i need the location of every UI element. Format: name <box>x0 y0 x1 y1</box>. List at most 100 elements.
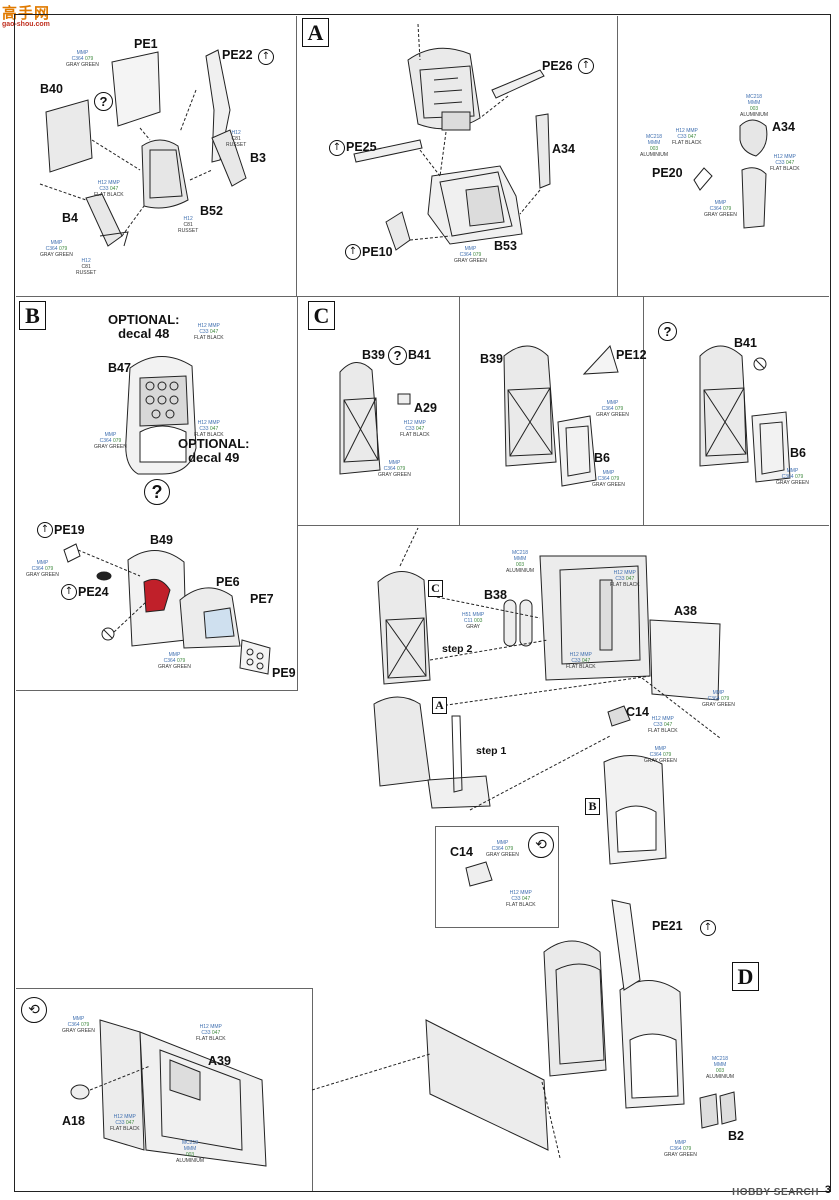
paint-brand: MMP <box>72 1016 85 1022</box>
part-label-pe1: PE1 <box>134 37 158 51</box>
panel-c-variant1 <box>459 297 644 526</box>
paint-brand: MMP <box>712 690 725 696</box>
paint-callout-gray-green: MMP C364 079 GRAY GREEN <box>776 468 809 486</box>
part-label-b6-b: B6 <box>790 446 806 460</box>
part-label-a38: A38 <box>674 604 697 618</box>
paint-code: C364 <box>597 476 610 482</box>
paint-brand: MMP <box>786 468 799 474</box>
paint-code: C364 <box>383 466 396 472</box>
instruction-sheet-frame <box>14 14 831 1192</box>
paint-name: GRAY GREEN <box>702 702 735 708</box>
paint-code: C33 <box>511 896 521 902</box>
paint-code-alt: 003 <box>185 1152 195 1158</box>
paint-brand: H12 MMP <box>773 154 796 160</box>
paint-name: FLAT BLACK <box>194 432 224 438</box>
paint-name: FLAT BLACK <box>110 1126 140 1132</box>
optional-question-icon: ? <box>144 479 170 505</box>
paint-callout-gray-green: MMP C364 079 GRAY GREEN <box>26 560 59 578</box>
paint-brand: MMP <box>654 746 667 752</box>
paint-name: GRAY GREEN <box>592 482 625 488</box>
paint-callout-gray-green: MMP C364 079 GRAY GREEN <box>486 840 519 858</box>
paint-code: C33 <box>201 1030 211 1036</box>
paint-code: C364 <box>99 438 112 444</box>
paint-code-alt: 047 <box>521 896 531 902</box>
part-label-c14-b: C14 <box>450 845 473 859</box>
paint-brand: H12 MMP <box>197 420 220 426</box>
paint-callout-gray-green: MMP C364 079 GRAY GREEN <box>592 470 625 488</box>
step-2-label: step 2 <box>442 643 473 655</box>
paint-callout-russet: H12 C81 RUSSET <box>178 216 198 234</box>
paint-brand: MMP <box>464 246 477 252</box>
optional-label: OPTIONAL: <box>108 312 180 327</box>
step-1-label: step 1 <box>476 745 507 757</box>
paint-name: FLAT BLACK <box>648 728 678 734</box>
paint-brand: MMP <box>714 200 727 206</box>
paint-brand: H12 MMP <box>509 890 532 896</box>
paint-brand: MMP <box>50 240 63 246</box>
optional-question-icon: ? <box>658 322 677 341</box>
paint-code-alt: 047 <box>415 426 425 432</box>
section-b-ref: B <box>585 798 600 815</box>
flip-part-icon: ↑ <box>700 920 716 936</box>
paint-name: GRAY GREEN <box>664 1152 697 1158</box>
paint-name: FLAT BLACK <box>196 1036 226 1042</box>
part-label-b40: B40 <box>40 82 63 96</box>
paint-name: GRAY GREEN <box>66 62 99 68</box>
paint-code: C364 <box>71 56 84 62</box>
paint-code: C364 <box>491 846 504 852</box>
paint-code-alt: 003 <box>474 618 483 624</box>
paint-code: MMM <box>747 100 761 106</box>
paint-name: GRAY GREEN <box>454 258 487 264</box>
flip-part-icon: ↑ <box>61 584 77 600</box>
paint-code-alt: 079 <box>504 846 514 852</box>
paint-callout-aluminium: MC218 MMM 003 ALUMINIUM <box>506 550 534 574</box>
paint-brand: MMP <box>388 460 401 466</box>
paint-code: C11 <box>463 618 473 624</box>
paint-code-alt: 047 <box>663 722 673 728</box>
part-label-b49: B49 <box>150 533 173 547</box>
paint-code: C81 <box>183 222 193 228</box>
flip-part-icon: ↑ <box>345 244 361 260</box>
paint-name: GRAY GREEN <box>596 412 629 418</box>
paint-brand: MMP <box>602 470 615 476</box>
paint-callout-aluminium: MC218 MMM 003 ALUMINIUM <box>640 134 668 158</box>
rotate-view-icon: ⟲ <box>528 832 554 858</box>
paint-code: C33 <box>653 722 663 728</box>
paint-code: C364 <box>669 1146 682 1152</box>
paint-brand: MC218 <box>745 94 763 100</box>
part-label-b6-a: B6 <box>594 451 610 465</box>
part-label-b52: B52 <box>200 204 223 218</box>
section-d-marker: D <box>732 962 759 991</box>
panel-a34-detail <box>618 16 829 297</box>
paint-callout-gray-green: MMP C364 079 GRAY GREEN <box>62 1016 95 1034</box>
paint-code-alt: 079 <box>472 252 482 258</box>
paint-brand: MMP <box>168 652 181 658</box>
paint-code-alt: 079 <box>720 696 730 702</box>
paint-callout-gray-green: MMP C364 079 GRAY GREEN <box>40 240 73 258</box>
paint-brand: H12 MMP <box>97 180 120 186</box>
paint-callout-gray-green: MMP C364 079 GRAY GREEN <box>644 746 677 764</box>
paint-brand: H12 <box>81 258 91 264</box>
paint-code: C364 <box>163 658 176 664</box>
paint-code: C33 <box>199 426 209 432</box>
paint-name: ALUMINIUM <box>176 1158 205 1164</box>
paint-code: C364 <box>67 1022 80 1028</box>
paint-code: C33 <box>99 186 109 192</box>
paint-code: C33 <box>775 160 785 166</box>
paint-code: MMM <box>713 1062 727 1068</box>
paint-code-alt: 079 <box>614 406 624 412</box>
paint-brand: MC218 <box>645 134 663 140</box>
paint-code-alt: 079 <box>662 752 672 758</box>
part-label-a18: A18 <box>62 1114 85 1128</box>
part-label-pe9: PE9 <box>272 666 296 680</box>
decal-number: decal 49 <box>188 450 240 466</box>
paint-callout-flat-black: H12 MMP C33 047 FLAT BLACK <box>194 420 224 438</box>
paint-code: C81 <box>231 136 241 142</box>
part-label-pe26: PE26 <box>542 59 573 73</box>
paint-code-alt: 079 <box>176 658 186 664</box>
part-label-b4: B4 <box>62 211 78 225</box>
paint-name: ALUMINIUM <box>706 1074 735 1080</box>
paint-callout-flat-black: H12 MMP C33 047 FLAT BLACK <box>610 570 640 588</box>
paint-callout-flat-black: H12 MMP C33 047 FLAT BLACK <box>770 154 800 172</box>
